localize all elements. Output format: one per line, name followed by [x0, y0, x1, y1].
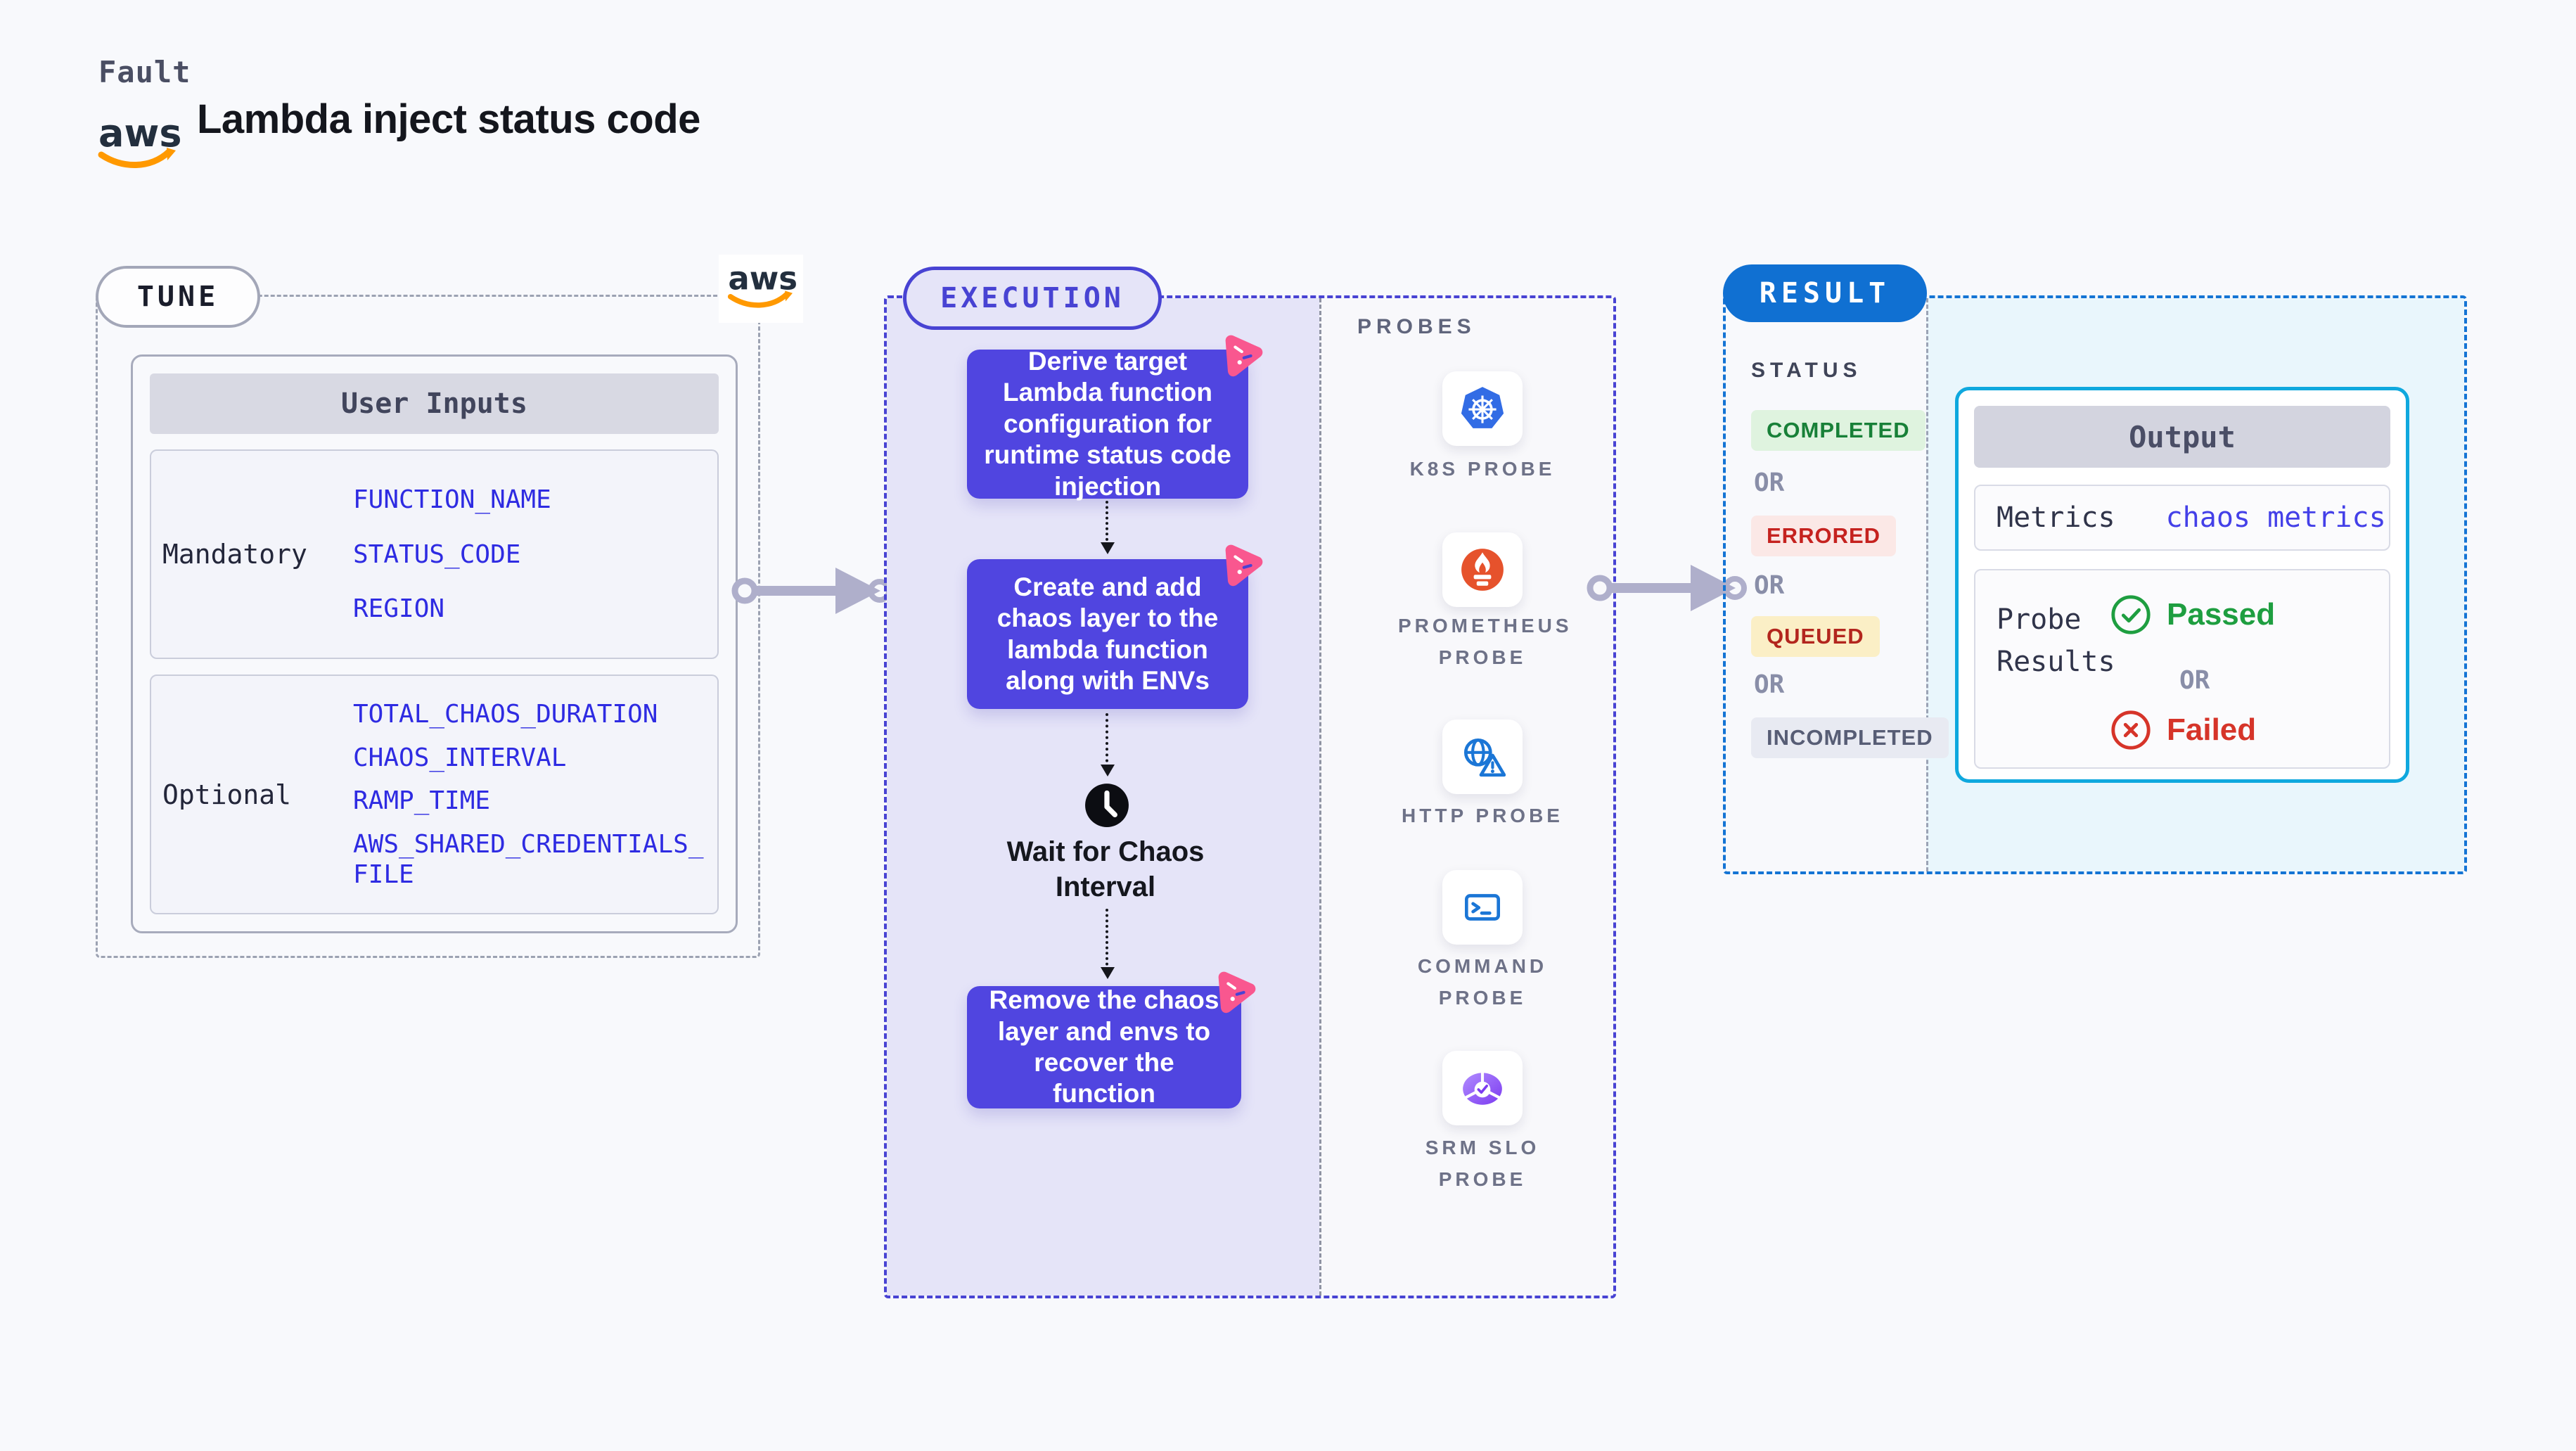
- probes-area: [1319, 298, 1613, 1296]
- failed-label: Failed: [2167, 712, 2257, 747]
- flow-arrow: [1101, 713, 1115, 776]
- user-inputs-table: User Inputs Mandatory FUNCTION_NAME STAT…: [131, 354, 738, 933]
- param: REGION: [353, 594, 445, 623]
- aws-logo-icon: aws: [727, 260, 797, 308]
- or-separator: OR: [1754, 670, 1785, 699]
- aws-logo-text: aws: [98, 111, 180, 155]
- status-badge-incompleted: INCOMPLETED: [1751, 717, 1949, 758]
- http-globe-warning-icon: [1463, 738, 1506, 777]
- user-inputs-title: User Inputs: [150, 373, 719, 434]
- clock-icon: [1084, 782, 1130, 832]
- flow-arrow: [1101, 501, 1115, 554]
- status-title: STATUS: [1751, 359, 1862, 382]
- litmus-chaos-icon: [1218, 971, 1256, 1014]
- table-row-optional: Optional TOTAL_CHAOS_DURATION CHAOS_INTE…: [150, 675, 719, 914]
- probe-card-prometheus: [1442, 532, 1523, 607]
- metrics-row: Metrics chaos metrics: [1974, 485, 2390, 551]
- probe-label: HTTP PROBE: [1402, 805, 1563, 826]
- result-badge: RESULT: [1723, 264, 1927, 322]
- arrow-tune-to-execution: [731, 568, 892, 614]
- fault-kicker: Fault: [98, 55, 191, 89]
- flow-arrow: [1101, 909, 1115, 979]
- tune-section: [96, 295, 760, 958]
- aws-logo-small: aws: [719, 255, 803, 323]
- param: FUNCTION_NAME: [353, 485, 551, 515]
- prometheus-icon: [1461, 549, 1504, 591]
- param: CHAOS_INTERVAL: [353, 743, 567, 772]
- output-card: Output Metrics chaos metrics Probe Resul…: [1955, 387, 2409, 783]
- param: RAMP_TIME: [353, 786, 491, 816]
- passed-result: Passed: [2109, 593, 2275, 637]
- page-title: Lambda inject status code: [197, 96, 700, 142]
- param: TOTAL_CHAOS_DURATION: [353, 699, 658, 729]
- table-row-mandatory: Mandatory FUNCTION_NAME STATUS_CODE REGI…: [150, 449, 719, 660]
- metrics-label: Metrics: [1997, 501, 2115, 534]
- probe-label: K8S PROBE: [1409, 458, 1556, 480]
- tune-badge: TUNE: [96, 266, 260, 328]
- or-separator: OR: [1754, 571, 1785, 600]
- probes-title: PROBES: [1357, 315, 1476, 338]
- probe-card-command: [1442, 870, 1523, 945]
- status-badge-queued: QUEUED: [1751, 616, 1880, 657]
- arrow-execution-to-result: [1587, 565, 1747, 611]
- status-badge-completed: COMPLETED: [1751, 410, 1925, 451]
- metrics-value: chaos metrics: [2165, 501, 2386, 534]
- x-circle-icon: [2111, 710, 2151, 750]
- aws-logo: aws: [96, 110, 181, 180]
- row-label: Optional: [162, 779, 292, 810]
- probe-label: SRM SLO PROBE: [1425, 1137, 1540, 1190]
- check-circle-icon: [2111, 595, 2151, 634]
- probe-results-row: Probe Results Passed OR Failed: [1974, 569, 2390, 769]
- probe-card-k8s: [1442, 371, 1523, 446]
- output-title: Output: [1974, 406, 2390, 468]
- row-params: FUNCTION_NAME STATUS_CODE REGION: [353, 451, 717, 658]
- step-text: Derive target Lambda function configurat…: [984, 347, 1231, 501]
- slo-pie-check-icon: [1463, 1071, 1502, 1105]
- row-label: Mandatory: [162, 539, 307, 570]
- execution-badge: EXECUTION: [903, 267, 1162, 330]
- probe-results-label: Probe Results: [1997, 603, 2115, 678]
- status-badge-errored: ERRORED: [1751, 516, 1897, 556]
- litmus-chaos-icon: [1225, 544, 1263, 587]
- or-separator: OR: [2179, 666, 2210, 695]
- step-add-chaos-layer: Create and add chaos layer to the lambda…: [967, 544, 1263, 709]
- step-text: Remove the chaos layer and envs to recov…: [989, 985, 1219, 1108]
- step-remove-chaos-layer: Remove the chaos layer and envs to recov…: [967, 971, 1256, 1108]
- probe-card-http: [1442, 720, 1523, 794]
- step-text: Create and add chaos layer to the lambda…: [997, 572, 1219, 695]
- param: AWS_SHARED_CREDENTIALS_FILE: [353, 830, 704, 890]
- or-separator: OR: [1754, 468, 1785, 497]
- failed-result: Failed: [2109, 708, 2256, 752]
- probe-card-srm-slo: [1442, 1051, 1523, 1125]
- probe-label: COMMAND PROBE: [1417, 955, 1548, 1009]
- litmus-chaos-icon: [1225, 335, 1263, 377]
- passed-label: Passed: [2167, 597, 2276, 632]
- row-params: TOTAL_CHAOS_DURATION CHAOS_INTERVAL RAMP…: [353, 676, 717, 913]
- kubernetes-icon: [1461, 387, 1504, 428]
- terminal-icon: [1464, 894, 1501, 921]
- aws-logo-icon: aws: [98, 111, 181, 168]
- probe-label: PROMETHEUS PROBE: [1398, 615, 1572, 668]
- param: STATUS_CODE: [353, 539, 521, 569]
- step-derive-config: Derive target Lambda function configurat…: [967, 335, 1263, 501]
- wait-chaos-interval-label: Wait for Chaos Interval: [1006, 836, 1205, 902]
